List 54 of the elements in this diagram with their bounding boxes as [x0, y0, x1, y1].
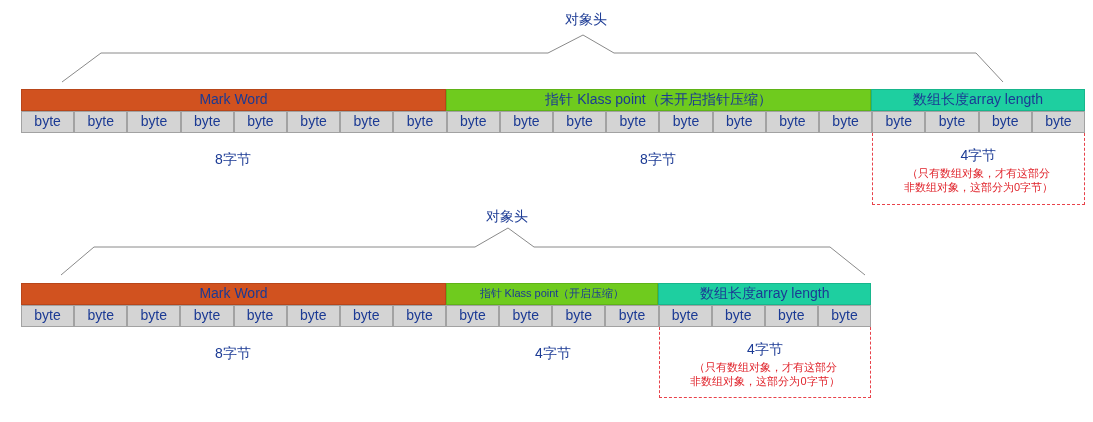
byte-cell: byte: [393, 111, 447, 133]
byte-cell: byte: [446, 111, 500, 133]
byte-cell: byte: [287, 111, 341, 133]
size-label: 8字节: [215, 151, 251, 169]
byte-cell: byte: [819, 111, 873, 133]
segment-bar: Mark Word: [21, 283, 446, 305]
size-label: 4字节: [747, 340, 783, 358]
byte-cell: byte: [127, 305, 181, 327]
byte-cell: byte: [659, 111, 713, 133]
byte-cell: byte: [658, 305, 712, 327]
byte-cell: byte: [925, 111, 979, 133]
size-label: 4字节: [535, 345, 571, 363]
size-label: 8字节: [215, 345, 251, 363]
byte-cell: byte: [978, 111, 1032, 133]
byte-cell: byte: [286, 305, 340, 327]
byte-cell: byte: [339, 305, 393, 327]
byte-cell: byte: [765, 111, 819, 133]
byte-cell: byte: [233, 305, 287, 327]
heading-label: 对象头: [486, 208, 528, 226]
segment-bar: 指针 Klass point（未开启指针压缩）: [446, 89, 871, 111]
byte-cell: byte: [605, 305, 659, 327]
size-label: 8字节: [640, 151, 676, 169]
byte-cell: byte: [21, 305, 75, 327]
note-text: （只有数组对象，才有这部分非数组对象，这部分为0字节）: [902, 166, 1055, 194]
byte-cell: byte: [711, 305, 765, 327]
byte-cell: byte: [872, 111, 926, 133]
byte-cell: byte: [392, 305, 446, 327]
byte-cell: byte: [127, 111, 181, 133]
segment-bar: 数组长度array length: [658, 283, 871, 305]
byte-cell: byte: [553, 111, 607, 133]
dashed-region-box: [659, 327, 871, 398]
note-text: （只有数组对象，才有这部分非数组对象，这部分为0字节）: [689, 360, 841, 388]
byte-cell: byte: [180, 305, 234, 327]
byte-cell: byte: [180, 111, 234, 133]
heading-label: 对象头: [565, 11, 607, 29]
segment-bar: 数组长度array length: [871, 89, 1085, 111]
byte-cell: byte: [817, 305, 871, 327]
byte-cell: byte: [606, 111, 660, 133]
byte-cell: byte: [1031, 111, 1085, 133]
byte-cell: byte: [499, 305, 553, 327]
byte-cell: byte: [552, 305, 606, 327]
byte-cell: byte: [74, 111, 128, 133]
byte-cell: byte: [764, 305, 818, 327]
byte-cell: byte: [499, 111, 553, 133]
byte-cell: byte: [446, 305, 500, 327]
byte-cell: byte: [340, 111, 394, 133]
size-label: 4字节: [960, 146, 997, 164]
byte-cell: byte: [21, 111, 75, 133]
segment-bar: Mark Word: [21, 89, 446, 111]
byte-cell: byte: [74, 305, 128, 327]
byte-cell: byte: [712, 111, 766, 133]
dashed-region-box: [872, 133, 1085, 205]
segment-bar: 指针 Klass point（开启压缩）: [446, 283, 658, 305]
byte-cell: byte: [233, 111, 287, 133]
